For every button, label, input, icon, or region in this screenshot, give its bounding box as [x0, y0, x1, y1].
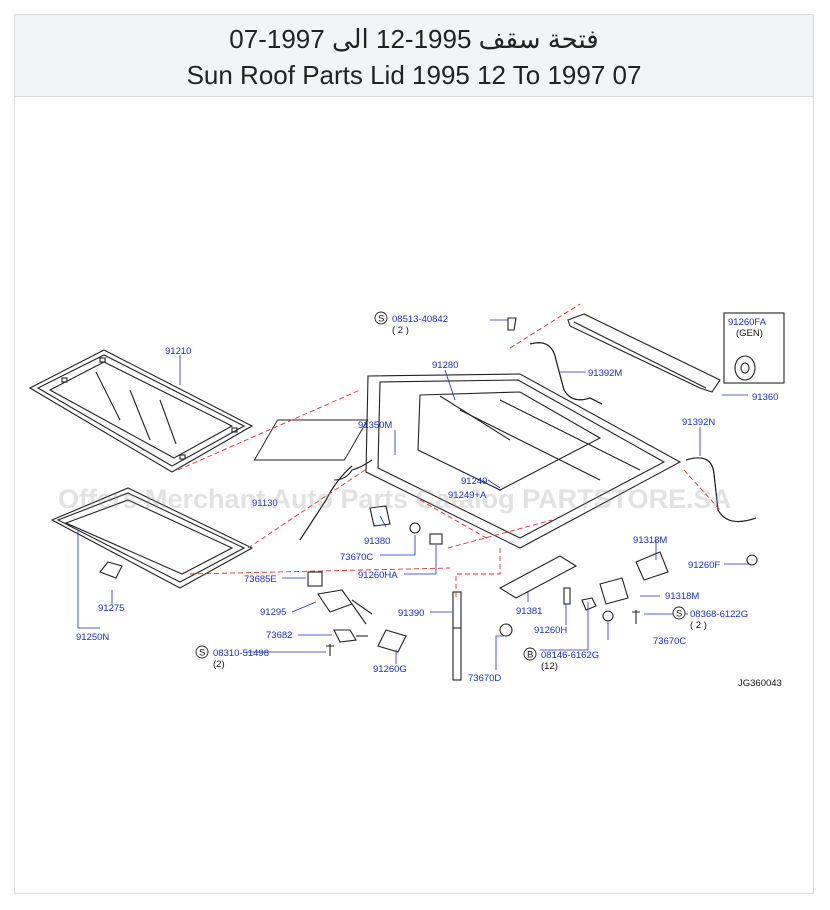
label-91210: 91210	[165, 346, 191, 357]
b-mark: B	[527, 650, 533, 661]
fastener-qty: ( 2 )	[690, 620, 707, 631]
label-73670C-left: 73670C	[340, 552, 373, 563]
fastener-qty: (2)	[213, 659, 225, 670]
fastener-code: 08368-6122G	[690, 609, 748, 620]
fastener-callouts: S 08513-40842 ( 2 ) S 08368-6122G ( 2 ) …	[195, 311, 748, 672]
label-91392N: 91392N	[682, 417, 715, 428]
fastener-code: 08513-40842	[392, 314, 448, 325]
label-73670C-right: 73670C	[653, 636, 686, 647]
label-91280: 91280	[432, 360, 458, 371]
fastener-s-08310-51498: S 08310-51498 (2)	[195, 645, 269, 670]
label-91260HA: 91260HA	[358, 570, 398, 581]
part-labels: 91210 91280 91350M 91392M 91360 91392N 9…	[76, 317, 782, 689]
label-91260F: 91260F	[688, 560, 720, 571]
label-91260FA: 91260FA	[728, 317, 767, 328]
fastener-s-08368-6122G: S 08368-6122G ( 2 )	[672, 606, 748, 631]
reference-lines	[177, 303, 721, 600]
label-91318M-bottom: 91318M	[665, 591, 699, 602]
label-73685E: 73685E	[244, 574, 277, 585]
label-gen: (GEN)	[736, 328, 763, 339]
watermark: Offers Merchant Auto Parts Catalog PARTS…	[58, 484, 731, 514]
fastener-qty: ( 2 )	[392, 325, 409, 336]
label-91249A: 91249+A	[448, 490, 487, 501]
fastener-b-08146-6162G: B 08146-6162G (12)	[523, 647, 599, 672]
label-91350M: 91350M	[358, 420, 392, 431]
label-91360: 91360	[752, 392, 778, 403]
wind-deflector-drawing	[567, 313, 721, 393]
fastener-code: 08146-6162G	[541, 650, 599, 661]
label-91318M-top: 91318M	[633, 535, 667, 546]
sunroof-frame-drawing	[253, 373, 682, 549]
label-91295: 91295	[260, 607, 286, 618]
title-english: Sun Roof Parts Lid 1995 12 To 1997 07	[186, 60, 642, 90]
label-73682: 73682	[266, 630, 292, 641]
glass-lid-drawing	[28, 349, 254, 473]
label-91275: 91275	[98, 603, 124, 614]
label-91250N: 91250N	[76, 632, 109, 643]
drain-hoses-drawing	[299, 342, 757, 681]
title-arabic: فتحة سقف 1995-12 الى 1997-07	[229, 24, 599, 54]
label-91392M: 91392M	[588, 368, 622, 379]
s-mark: S	[378, 314, 384, 325]
label-91249: 91249	[461, 476, 487, 487]
s-mark: S	[199, 648, 205, 659]
small-parts-drawing	[307, 312, 785, 656]
label-91381: 91381	[516, 606, 542, 617]
diagram-code: JG360043	[738, 678, 782, 689]
label-91260H: 91260H	[534, 625, 567, 636]
leader-lines	[77, 319, 750, 670]
fastener-qty: (12)	[541, 661, 558, 672]
label-91380: 91380	[364, 536, 390, 547]
fastener-s-08513-40842: S 08513-40842 ( 2 )	[374, 311, 448, 336]
label-91390: 91390	[398, 608, 424, 619]
fastener-code: 08310-51498	[213, 648, 269, 659]
page-header: فتحة سقف 1995-12 الى 1997-07 Sun Roof Pa…	[15, 15, 813, 97]
sunshade-drawing	[50, 487, 254, 589]
label-73670D: 73670D	[468, 673, 501, 684]
label-91260G: 91260G	[373, 664, 407, 675]
s-mark: S	[676, 609, 682, 620]
label-91130: 91130	[252, 498, 278, 509]
